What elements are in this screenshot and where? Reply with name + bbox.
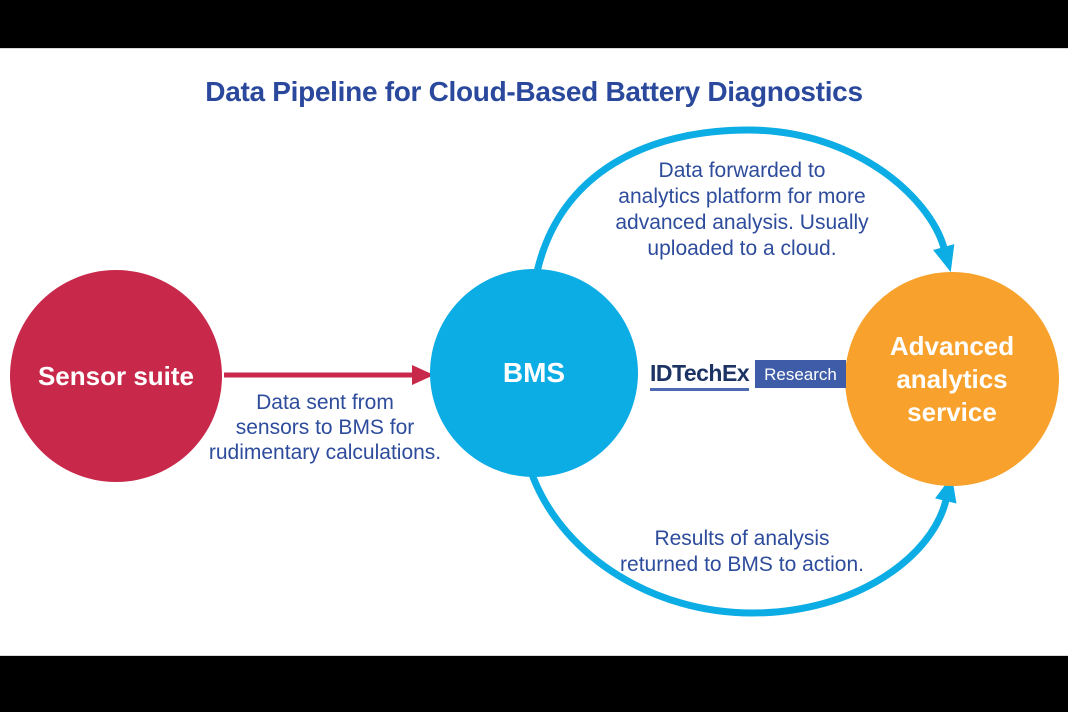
- node-analytics-label-line: service: [907, 396, 997, 427]
- diagram-title: Data Pipeline for Cloud-Based Battery Di…: [205, 76, 863, 107]
- note-line: returned to BMS to action.: [620, 553, 864, 576]
- note-line: Results of analysis: [654, 527, 830, 550]
- node-bms-label: BMS: [502, 357, 566, 388]
- note-line: sensors to BMS for: [235, 416, 415, 439]
- note-line: rudimentary calculations.: [208, 441, 442, 464]
- note-line: Data forwarded to: [658, 159, 826, 182]
- note-analytics-return: Results of analysis returned to BMS to a…: [592, 526, 892, 578]
- note-line: advanced analysis. Usually: [615, 211, 869, 234]
- node-advanced-analytics-service: Advanced analytics service: [845, 272, 1059, 486]
- node-analytics-label-line: analytics: [896, 363, 1008, 394]
- note-line: uploaded to a cloud.: [647, 237, 837, 260]
- node-analytics-label-line: Advanced: [889, 330, 1015, 361]
- note-sensor-to-bms: Data sent from sensors to BMS for rudime…: [185, 390, 465, 465]
- letterbox-top: [0, 0, 1068, 48]
- note-line: Data sent from: [256, 391, 394, 414]
- arc-analytics-to-bms: [529, 473, 957, 617]
- letterbox-bottom: [0, 656, 1068, 712]
- node-bms: BMS: [430, 269, 638, 477]
- node-sensor-suite: Sensor suite: [10, 270, 222, 482]
- node-sensor-suite-label: Sensor suite: [37, 360, 195, 391]
- idtechex-logo-brand: IDTechEx: [650, 360, 750, 391]
- note-bms-to-analytics: Data forwarded to analytics platform for…: [592, 158, 892, 262]
- arc-bms-to-analytics: [533, 126, 955, 276]
- note-line: analytics platform for more: [618, 185, 866, 208]
- idtechex-logo: IDTechEx Research: [650, 360, 846, 391]
- idtechex-logo-research-badge: Research: [755, 360, 846, 388]
